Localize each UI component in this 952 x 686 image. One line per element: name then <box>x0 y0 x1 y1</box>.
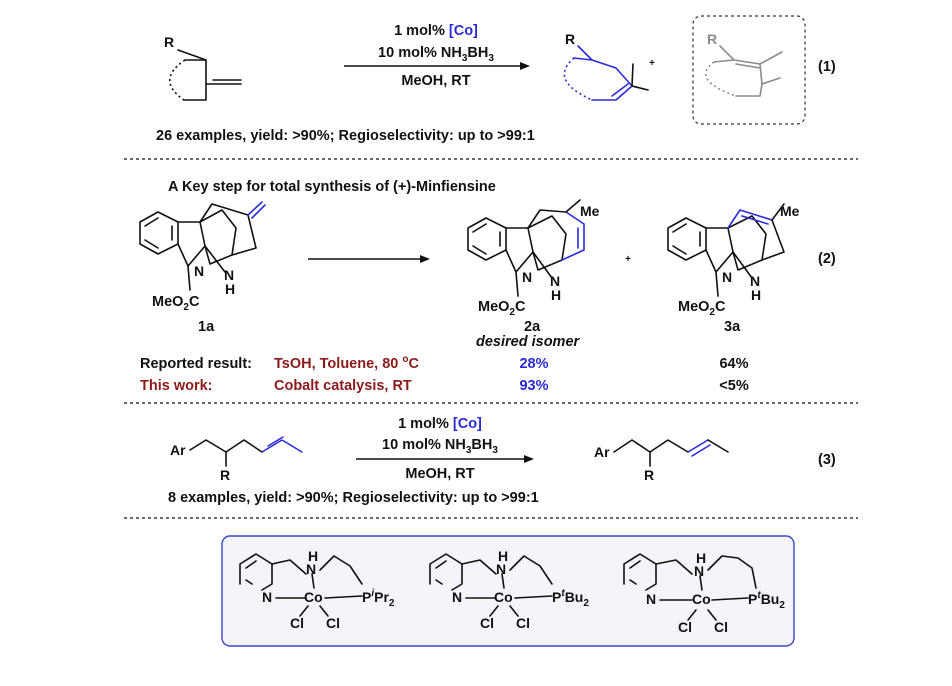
this-work-yield-3a: <5% <box>719 378 749 394</box>
minor-product-box <box>692 15 806 125</box>
nh-h: H <box>225 281 235 297</box>
desired-isomer-label: desired isomer <box>476 334 581 350</box>
reaction3-conditions: MeOH, RT <box>405 466 474 482</box>
this-work-yield-2a: 93% <box>519 378 548 394</box>
r-label: R <box>644 467 654 483</box>
meo2c-label: MeO2C <box>478 299 526 318</box>
plus-sign: + <box>649 58 655 69</box>
chloride: Cl <box>678 619 692 635</box>
r-label: R <box>220 467 230 483</box>
label-3a: 3a <box>724 319 741 335</box>
cobalt-atom: Co <box>692 591 711 607</box>
this-work-conditions: Cobalt catalysis, RT <box>274 378 412 394</box>
reaction1-reagent-nh3bh3: 10 mol% NH3BH3 <box>378 45 494 64</box>
reported-result-label: Reported result: <box>140 356 252 372</box>
reported-yield-3a: 64% <box>719 356 748 372</box>
r-label: R <box>164 34 174 50</box>
n-atom: N <box>522 269 532 285</box>
reaction3-reagent-co: 1 mol% [Co] <box>398 416 482 432</box>
reaction3-number: (3) <box>818 452 836 468</box>
reaction1-arrowhead <box>520 62 530 70</box>
reported-conditions: TsOH, Toluene, 80 oC <box>274 354 420 372</box>
reaction1-number: (1) <box>818 59 836 75</box>
meo2c-label: MeO2C <box>152 294 200 313</box>
nh-n: N <box>550 273 560 289</box>
h-atom: H <box>308 548 318 564</box>
n-atom: N <box>306 561 316 577</box>
chloride: Cl <box>516 615 530 631</box>
reaction1-reagent-co: 1 mol% [Co] <box>394 23 478 39</box>
ar-label: Ar <box>170 442 186 458</box>
reaction1-product-major: R <box>563 31 649 101</box>
meo2c-label: MeO2C <box>678 299 726 318</box>
catalyst-2: N N H Co Cl Cl PtBu2 <box>429 548 589 631</box>
n-atom: N <box>694 563 704 579</box>
reported-yield-2a: 28% <box>519 356 548 372</box>
catalyst-3: N N H Co Cl Cl PtBu2 <box>623 550 785 635</box>
n-atom: N <box>722 269 732 285</box>
n-atom: N <box>194 263 204 279</box>
catalyst-panel <box>221 535 795 647</box>
chloride: Cl <box>290 615 304 631</box>
nh-h: H <box>551 287 561 303</box>
phosphine-ligand: PtBu2 <box>552 588 589 609</box>
chloride: Cl <box>714 619 728 635</box>
cobalt-atom: Co <box>494 589 513 605</box>
reaction1-product-minor: R <box>704 31 783 97</box>
chloride: Cl <box>480 615 494 631</box>
reaction2-number: (2) <box>818 251 836 267</box>
r-label: R <box>707 31 717 47</box>
reaction3-substrate: Ar R <box>170 436 303 483</box>
nh-n: N <box>224 267 234 283</box>
this-work-label: This work: <box>140 378 213 394</box>
me-label: Me <box>780 203 800 219</box>
nh-n: N <box>750 273 760 289</box>
plus-sign: + <box>625 254 631 265</box>
chloride: Cl <box>326 615 340 631</box>
phosphine-ligand: PiPr2 <box>362 588 395 609</box>
n-atom: N <box>262 589 272 605</box>
n-atom: N <box>452 589 462 605</box>
ar-label: Ar <box>594 444 610 460</box>
n-atom: N <box>496 561 506 577</box>
nh-h: H <box>751 287 761 303</box>
label-1a: 1a <box>198 319 215 335</box>
phosphine-ligand: PtBu2 <box>748 590 785 611</box>
r-label: R <box>565 31 575 47</box>
reaction2-arrowhead <box>420 255 430 263</box>
reaction3-arrowhead <box>524 455 534 463</box>
compound-3a: Me N N H MeO2C 3a <box>667 203 800 335</box>
reaction1-summary: 26 examples, yield: >90%; Regioselectivi… <box>156 128 535 144</box>
compound-2a: Me N N H MeO2C 2a desired isomer <box>467 199 600 350</box>
n-atom: N <box>646 591 656 607</box>
reaction3-summary: 8 examples, yield: >90%; Regioselectivit… <box>168 490 539 506</box>
cobalt-atom: Co <box>304 589 323 605</box>
reaction3-reagent-nh3bh3: 10 mol% NH3BH3 <box>382 437 498 456</box>
h-atom: H <box>696 550 706 566</box>
reaction2-title: A Key step for total synthesis of (+)-Mi… <box>168 179 496 195</box>
reaction3-product: Ar R <box>594 439 729 483</box>
reaction1-substrate: R <box>164 34 242 101</box>
compound-1a: N N H MeO2C 1a <box>139 201 266 335</box>
label-2a: 2a <box>524 319 541 335</box>
me-label: Me <box>580 203 600 219</box>
h-atom: H <box>498 548 508 564</box>
catalyst-1: N N H Co Cl Cl PiPr2 <box>239 548 395 631</box>
reaction1-conditions: MeOH, RT <box>401 73 470 89</box>
